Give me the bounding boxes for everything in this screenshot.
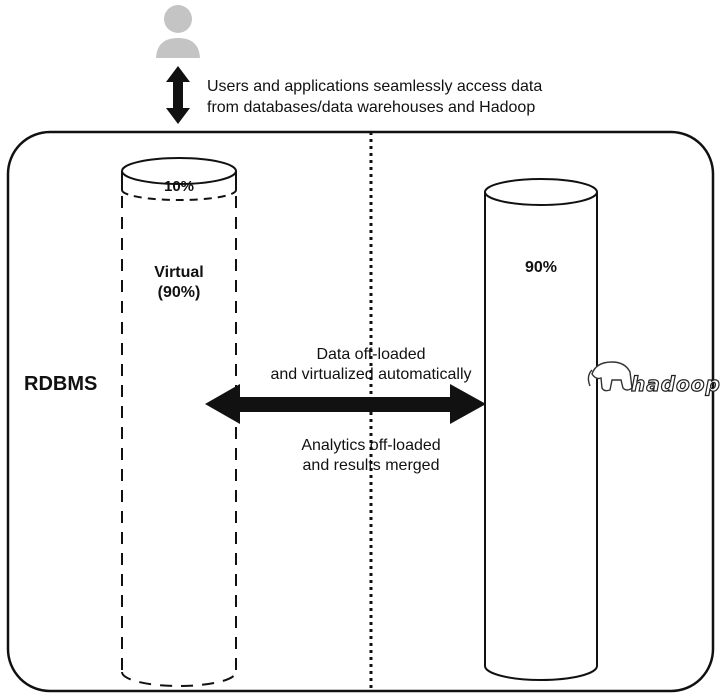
rdbms-label: RDBMS	[24, 373, 98, 395]
elephant-icon	[587, 361, 633, 392]
rdbms-top-percent: 10%	[163, 178, 195, 195]
user-caption-line2: from databases/data warehouses and Hadoo…	[207, 99, 536, 116]
rdbms-cylinder	[121, 157, 237, 687]
user-access-arrow	[166, 66, 190, 124]
hadoop-logo	[587, 361, 633, 392]
user-caption-line1: Users and applications seamlessly access…	[207, 78, 543, 95]
offload-caption-line2: and virtualized automatically	[270, 366, 472, 383]
analytics-caption-line1: Analytics off-loaded	[301, 437, 441, 454]
hadoop-cylinder	[484, 178, 598, 681]
analytics-caption-line2: and results merged	[302, 457, 440, 474]
offload-caption-line1: Data off-loaded	[316, 346, 426, 363]
virtual-percent-label: (90%)	[157, 284, 201, 301]
hadoop-logo-text: hadoop	[630, 371, 721, 396]
system-boundary	[6, 130, 715, 693]
offload-arrow	[205, 384, 486, 424]
virtual-label: Virtual	[154, 264, 204, 281]
hadoop-percent-label: 90%	[524, 259, 558, 276]
user-icon	[156, 5, 200, 60]
